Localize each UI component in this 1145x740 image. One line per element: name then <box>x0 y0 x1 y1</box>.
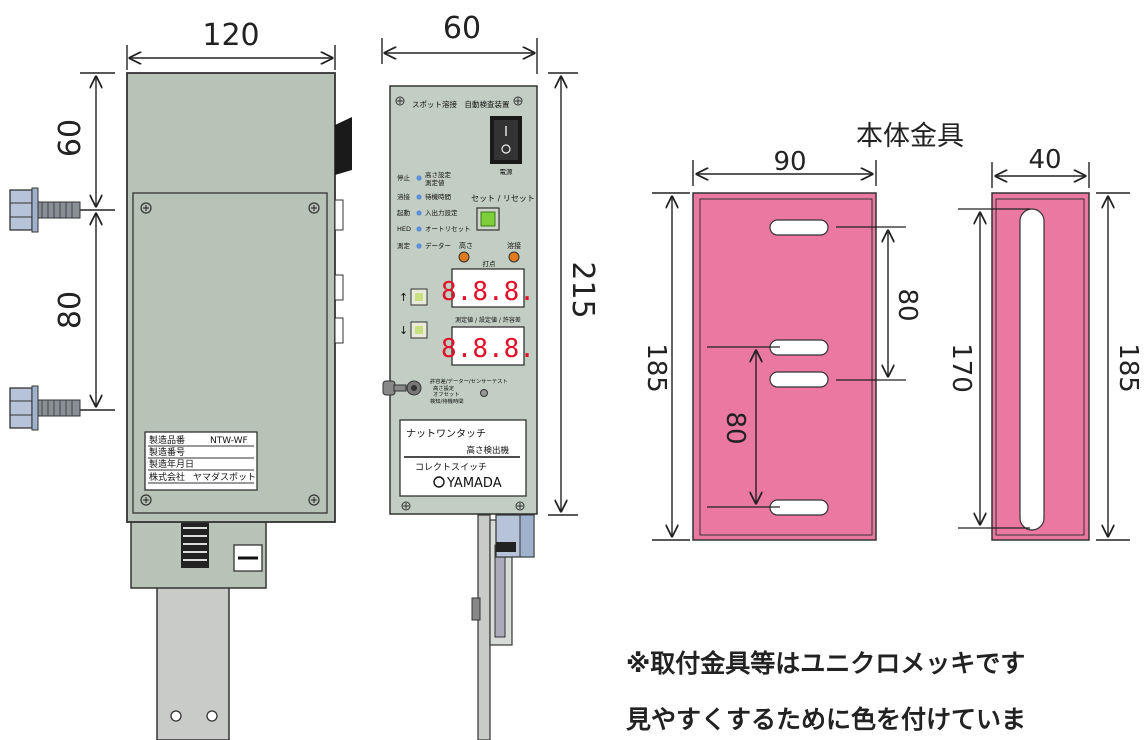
nameplate-serial-label: 製造番号 <box>149 446 185 458</box>
height-label: 高さ <box>459 241 473 250</box>
brand-logo-icon <box>433 476 445 488</box>
front-panel-view: スポット溶接 自動検査装置 電源 停止 高さ設定 測定値 溶接 待機時間 起動 … <box>381 11 600 740</box>
note-line-2: 見やすくするために色を付けていま <box>626 705 1026 734</box>
indicator-left: 溶接 <box>397 192 411 201</box>
note-line-1: ※取付金具等はユニクロメッキです <box>626 649 1025 678</box>
display-bottom-value: 8.8.8. <box>441 334 535 364</box>
bracket-view: 本体金具 90 185 80 80 40 170 <box>641 121 1143 541</box>
height-led <box>458 251 470 263</box>
display-top <box>451 268 525 308</box>
indicator-right: 測定値 <box>425 178 445 187</box>
side-bracket-part <box>477 514 491 740</box>
switch-caption-2: 高さ設定 <box>433 384 455 392</box>
brand-line-2: 高さ検出機 <box>466 445 509 456</box>
indicator-list: 停止 高さ設定 測定値 溶接 待機時間 起動 入出力設定 HED オートリセット… <box>397 170 471 250</box>
nameplate-product-label: 製造品番 <box>149 434 185 446</box>
dim-bracket-height: 185 <box>641 343 671 393</box>
set-reset-label: セット / リセット <box>471 194 535 203</box>
power-label: 電源 <box>500 167 514 176</box>
power-switch-side <box>335 117 352 175</box>
indicator-right: 高さ設定 <box>425 170 452 179</box>
dim-side-width: 40 <box>1028 145 1061 175</box>
indicator-led <box>416 175 422 181</box>
indicator-left: 測定 <box>397 241 411 250</box>
brand-logo: YAMADA <box>446 476 502 491</box>
weld-led <box>508 251 520 263</box>
side-tab <box>334 274 344 301</box>
screw <box>140 202 320 506</box>
indicator-led <box>416 194 422 200</box>
indicator-led <box>416 243 422 249</box>
nameplate-date-label: 製造年月日 <box>149 458 194 470</box>
display-top-value: 8.8.8. <box>441 277 535 307</box>
indicator-right: 待機時間 <box>425 192 451 201</box>
switch-caption-3: オフセット <box>433 391 460 398</box>
dim-bracket-width: 90 <box>773 147 806 177</box>
dim-side-height: 185 <box>1113 343 1143 393</box>
nameplate: 製造品番 NTW-WF 製造番号 製造年月日 株式会社 ヤマダスポット <box>144 431 258 491</box>
indicator-right: オートリセット <box>425 225 471 233</box>
dim-bracket-slot-right: 80 <box>892 288 922 321</box>
side-bracket-slot <box>1019 208 1045 531</box>
bracket-plate <box>692 192 877 541</box>
weld-label: 溶接 <box>507 241 521 250</box>
switch-caption-1: 許容差/データー/センサーテスト <box>430 377 508 385</box>
key-switch[interactable] <box>382 380 488 397</box>
indicator-right: 入出力設定 <box>425 208 458 217</box>
mount-bolt <box>9 385 81 431</box>
brand-label-box <box>399 419 527 497</box>
side-tab <box>334 199 344 231</box>
dim-main-pitch: 80 <box>53 291 88 329</box>
dim-bracket-slot-left: 80 <box>720 411 750 444</box>
dim-side-slot: 170 <box>946 343 976 393</box>
mount-bolt <box>9 187 81 233</box>
up-arrow-label: ↑ <box>399 291 408 304</box>
nameplate-company-label: 株式会社 <box>149 471 185 483</box>
nameplate-product-value: NTW-WF <box>210 436 248 446</box>
brand-line-3: コレクトスイッチ <box>415 462 487 473</box>
bracket-slot <box>769 219 829 236</box>
indicator-left: 起動 <box>397 208 411 217</box>
rail-hole <box>206 710 218 722</box>
dim-main-top: 60 <box>53 119 88 157</box>
indicator-left: 停止 <box>397 173 411 182</box>
bracket-slot <box>769 371 829 388</box>
brand-line-1: ナットワンタッチ <box>406 428 486 440</box>
bracket-title: 本体金具 <box>856 121 964 152</box>
down-arrow-label: ↓ <box>399 324 408 337</box>
hit-label: 打点 <box>483 259 497 268</box>
indicator-left: HED <box>397 225 411 233</box>
side-tab <box>334 317 344 344</box>
display-bottom <box>451 326 525 366</box>
indicator-right: データー <box>425 241 451 250</box>
mid-caption: 測定値 / 設定値 / 許容差 <box>455 316 521 324</box>
dim-panel-width: 60 <box>443 11 481 46</box>
indicator-led <box>416 210 422 216</box>
nameplate-company-value: ヤマダスポット <box>193 471 256 483</box>
indicator-led <box>416 226 422 232</box>
rail-hole <box>170 710 182 722</box>
dim-main-width: 120 <box>202 18 259 53</box>
switch-caption-4: 検知/待機時間 <box>430 397 464 405</box>
dim-panel-height: 215 <box>565 261 600 318</box>
main-unit: 製造品番 NTW-WF 製造番号 製造年月日 株式会社 ヤマダスポット 120 … <box>9 18 352 740</box>
panel-title: スポット溶接 自動検査装置 <box>412 99 510 109</box>
